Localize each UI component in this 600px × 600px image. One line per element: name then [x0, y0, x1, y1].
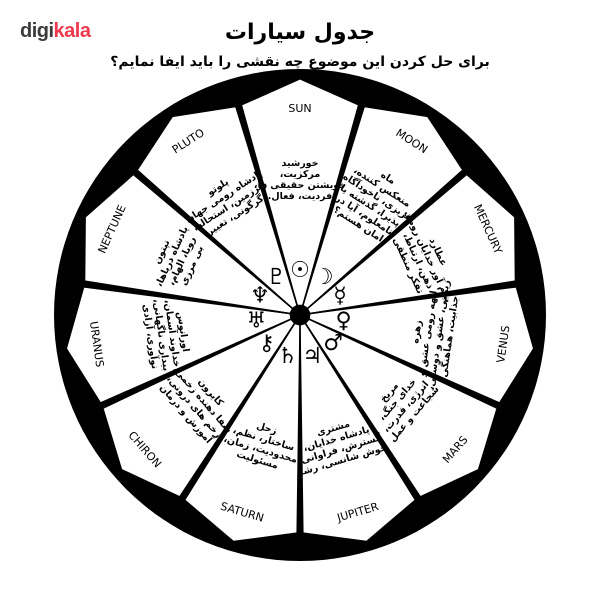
panel-pluto [136, 106, 298, 310]
planet-symbol-chiron: ⚷ [259, 331, 275, 356]
panel-neptune [84, 173, 294, 315]
divider-spoke [301, 283, 514, 316]
planet-panels [65, 78, 535, 543]
divider-spoke [86, 283, 299, 316]
planet-symbol-saturn: ♄ [278, 344, 298, 369]
panel-jupiter [299, 322, 417, 543]
page-title: جدول سیارات [224, 20, 376, 45]
planet-symbol-moon: ☽ [314, 265, 334, 290]
planet-symbol-sun: ☉ [290, 258, 310, 283]
planet-symbol-jupiter: ♃ [303, 344, 323, 369]
planet-symbol-pluto: ♇ [266, 265, 286, 290]
divider-spoke [103, 315, 299, 406]
planet-name-venus: VENUS [494, 325, 512, 364]
divider-spokes [86, 107, 514, 531]
divider-spoke [300, 316, 418, 498]
panel-mars [304, 318, 498, 498]
divider-spoke [136, 173, 299, 315]
panel-sun [240, 78, 360, 306]
planet-symbol-venus: ♀ [336, 308, 352, 333]
planet-name-sun: SUN [288, 102, 311, 115]
planet-description-line: مرکزیت، [280, 169, 321, 180]
planet-symbol-mars: ♂ [323, 331, 343, 356]
divider-spoke [301, 173, 464, 315]
page-subtitle: برای حل کردن این موضوع چه نقشی را باید ا… [110, 54, 490, 70]
divider-spoke [299, 107, 362, 314]
planet-name-uranus: URANUS [87, 321, 106, 368]
divider-spoke [301, 315, 497, 406]
planet-symbol-mercury: ☿ [333, 284, 347, 309]
planet-description-line: خویشتن حقیقی ما، [254, 180, 346, 191]
panel-saturn [183, 322, 301, 543]
planet-description-line: خورشید [282, 158, 319, 169]
panel-mercury [306, 173, 516, 315]
planet-symbol-uranus: ♅ [247, 308, 267, 333]
planet-description-line: زهره [410, 319, 424, 344]
planet-symbol-neptune: ♆ [250, 284, 270, 309]
panel-venus [308, 286, 535, 404]
divider-spoke [238, 107, 301, 314]
brand-logo: digikala [20, 20, 91, 43]
divider-spoke [182, 316, 300, 498]
brand-logo-part1: digi [20, 20, 54, 42]
panel-moon [302, 106, 464, 310]
planet-description-line: فردیت، فعال. [268, 191, 333, 202]
panel-chiron [102, 318, 296, 498]
panel-uranus [65, 286, 292, 404]
brand-logo-part2: kala [53, 20, 91, 42]
